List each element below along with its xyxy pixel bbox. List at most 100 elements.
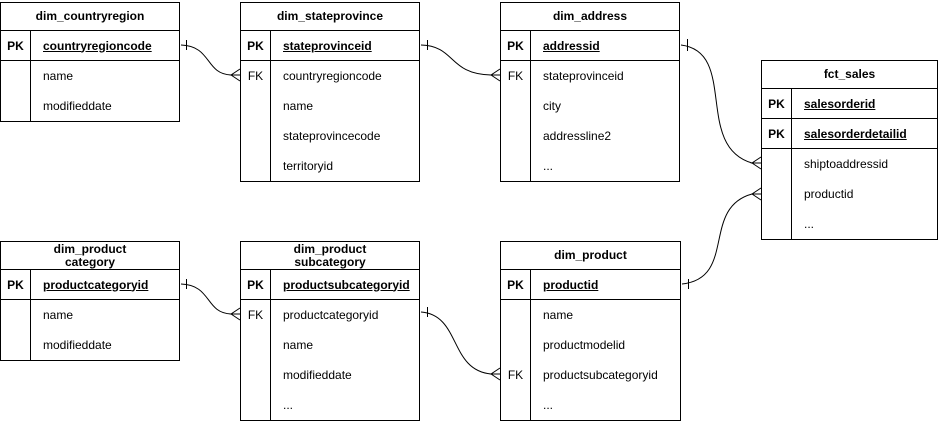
table-row-stateprovincecode[interactable]: stateprovincecode [241, 121, 419, 151]
key-label [1, 330, 31, 360]
table-row-[interactable]: ... [241, 390, 419, 420]
table-row-modifieddate[interactable]: modifieddate [1, 91, 179, 121]
field-label: name [43, 69, 74, 83]
table-row-modifieddate[interactable]: modifieddate [1, 330, 179, 360]
field-label: ... [804, 217, 815, 231]
field-label: shiptoaddressid [804, 157, 889, 171]
field-label: countryregioncode [283, 69, 382, 83]
field-label: name [283, 338, 314, 352]
field-label: stateprovinceid [543, 69, 624, 83]
key-label [501, 300, 531, 330]
table-row-[interactable]: ... [501, 151, 679, 181]
relationship-subcategory-product[interactable] [420, 307, 501, 381]
key-label: PK [1, 270, 31, 299]
table-row-productsubcategoryid[interactable]: PK productsubcategoryid [241, 270, 419, 300]
field-label: productid [804, 187, 854, 201]
relationship-line[interactable] [420, 311, 492, 375]
table-row-name[interactable]: name [241, 330, 419, 360]
table-row-salesorderid[interactable]: PK salesorderid [762, 89, 937, 119]
relationship-stateprovince-address[interactable] [420, 40, 501, 82]
key-label [501, 390, 531, 420]
key-label [762, 209, 792, 239]
relationship-line[interactable] [681, 193, 753, 285]
key-label: FK [501, 360, 531, 390]
field-label: productcategoryid [43, 277, 149, 292]
relationship-line[interactable] [180, 283, 232, 315]
relationship-product-fctsales[interactable] [681, 187, 762, 289]
table-row-addressline2[interactable]: addressline2 [501, 121, 679, 151]
field-label: addressid [543, 38, 600, 53]
table-row-name[interactable]: name [501, 300, 680, 330]
field-label: addressline2 [543, 129, 612, 143]
table-row-name[interactable]: name [241, 91, 419, 121]
key-label [241, 151, 271, 181]
table-row-shiptoaddressid[interactable]: shiptoaddressid [762, 149, 937, 179]
field-label: productmodelid [543, 338, 626, 352]
field-label: productid [543, 277, 599, 292]
key-label [1, 300, 31, 330]
field-label: salesorderid [804, 96, 876, 111]
relationship-line[interactable] [680, 44, 753, 164]
relationship-address-fctsales[interactable] [680, 39, 762, 170]
table-row-productid[interactable]: productid [762, 179, 937, 209]
table-row-[interactable]: ... [501, 390, 680, 420]
field-label: productsubcategoryid [543, 368, 658, 382]
key-label: PK [241, 31, 271, 60]
table-row-productsubcategoryid[interactable]: FK productsubcategoryid [501, 360, 680, 390]
table-row-addressid[interactable]: PK addressid [501, 31, 679, 61]
table-row-territoryid[interactable]: territoryid [241, 151, 419, 181]
table-row-name[interactable]: name [1, 300, 179, 330]
field-label: name [43, 308, 74, 322]
relationship-countryregion-stateprovince[interactable] [180, 40, 241, 82]
field-label: countryregioncode [43, 38, 152, 53]
field-label: productsubcategoryid [283, 277, 410, 292]
table-row-stateprovinceid[interactable]: PK stateprovinceid [241, 31, 419, 61]
relationship-line[interactable] [420, 44, 492, 76]
table-row-name[interactable]: name [1, 61, 179, 91]
field-label: city [543, 99, 561, 113]
key-label: PK [241, 270, 271, 299]
table-title: dim_product [501, 242, 680, 270]
field-label: territoryid [283, 159, 334, 173]
key-label [501, 330, 531, 360]
key-label: PK [762, 89, 792, 118]
table-row-productmodelid[interactable]: productmodelid [501, 330, 680, 360]
table-title: dim_address [501, 3, 679, 31]
field-label: stateprovincecode [283, 129, 381, 143]
table-row-productcategoryid[interactable]: PK productcategoryid [1, 270, 179, 300]
table-row-city[interactable]: city [501, 91, 679, 121]
field-label: modifieddate [43, 99, 112, 113]
key-label [241, 91, 271, 121]
relationship-productcategory-subcategory[interactable] [180, 279, 241, 321]
crow-foot-icon [229, 68, 241, 82]
key-label [1, 91, 31, 121]
field-label: stateprovinceid [283, 38, 372, 53]
crow-foot-icon [229, 307, 241, 321]
key-label [501, 91, 531, 121]
table-row-[interactable]: ... [762, 209, 937, 239]
table-row-modifieddate[interactable]: modifieddate [241, 360, 419, 390]
relationship-line[interactable] [180, 44, 232, 76]
key-label [501, 151, 531, 181]
key-label: PK [501, 31, 531, 60]
key-label [241, 390, 271, 420]
key-label [241, 121, 271, 151]
table-title: dim_stateprovince [241, 3, 419, 31]
crow-foot-icon [489, 68, 501, 82]
